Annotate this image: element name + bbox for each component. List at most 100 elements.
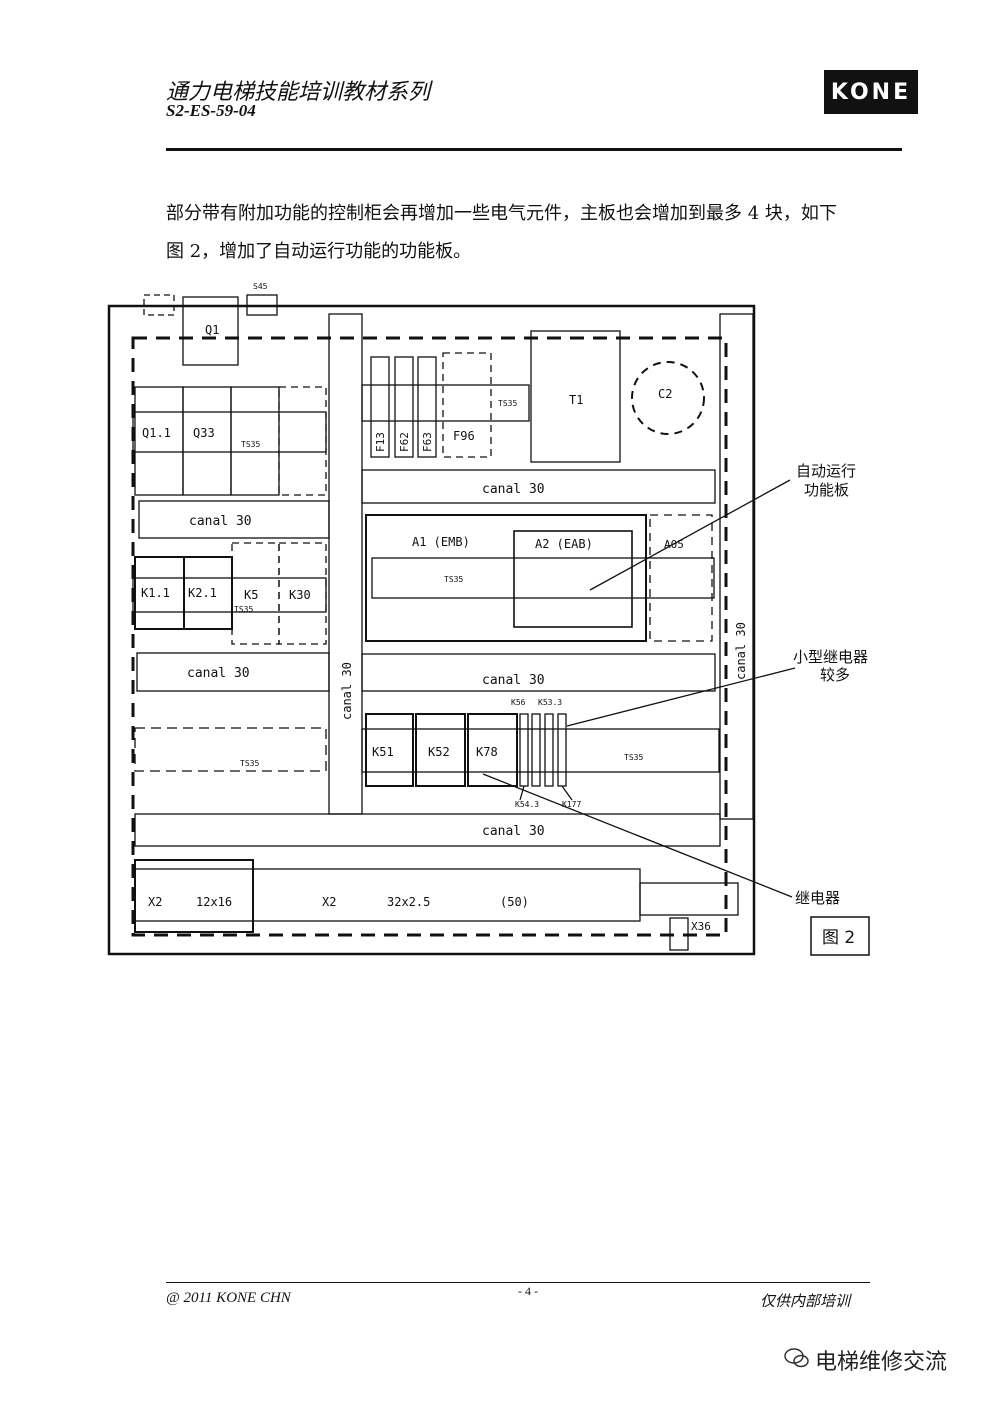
k21-label: K2.1 bbox=[188, 586, 217, 600]
intro-paragraph: 部分带有附加功能的控制柜会再增加一些电气元件，主板也会增加到最多 4 块，如下 … bbox=[166, 195, 906, 271]
k30-label: K30 bbox=[289, 588, 311, 602]
q-dashed-box bbox=[278, 386, 327, 496]
kone-logo: KONE bbox=[824, 70, 918, 114]
small-relay-4 bbox=[557, 713, 567, 787]
small-relay-1 bbox=[519, 713, 529, 787]
canal-left-1-label: canal 30 bbox=[189, 514, 252, 529]
a1-board bbox=[365, 514, 647, 642]
x36-label: X36 bbox=[691, 920, 711, 933]
x2b-label: X2 bbox=[322, 895, 336, 909]
mounting-plate-outline bbox=[131, 336, 728, 937]
c2-label: C2 bbox=[658, 387, 672, 401]
header-divider bbox=[166, 148, 902, 151]
top-dashed-component bbox=[143, 294, 175, 316]
small-relay-3 bbox=[544, 713, 554, 787]
t1-label: T1 bbox=[569, 393, 583, 407]
ts35-label-e: TS35 bbox=[240, 759, 259, 768]
s45-box bbox=[246, 294, 278, 316]
k52-label: K52 bbox=[428, 745, 450, 759]
document-series-title: 通力电梯技能培训教材系列 bbox=[166, 80, 431, 105]
a2-board bbox=[513, 530, 633, 628]
q11-box bbox=[134, 386, 184, 496]
paragraph-line-1: 部分带有附加功能的控制柜会再增加一些电气元件，主板也会增加到最多 4 块，如下 bbox=[166, 203, 837, 224]
x2b-spec-label: 32x2.5 bbox=[387, 895, 430, 909]
callout-line-auto-board bbox=[589, 479, 791, 591]
x2a-label: X2 bbox=[148, 895, 162, 909]
leader-k177 bbox=[561, 785, 573, 801]
k56-label: K56 bbox=[511, 698, 526, 707]
document-code: S2-ES-59-04 bbox=[166, 101, 256, 120]
f13-box bbox=[370, 356, 390, 458]
k177-label: K177 bbox=[562, 800, 581, 809]
callout-small-relays-line2: 较多 bbox=[820, 666, 850, 684]
canal-bottom bbox=[134, 813, 721, 847]
leader-k543 bbox=[519, 785, 525, 801]
terminal-rail-extension bbox=[639, 882, 739, 916]
paragraph-line-2: 图 2，增加了自动运行功能的功能板。 bbox=[166, 241, 472, 262]
q33-label: Q33 bbox=[193, 426, 215, 440]
canal-vertical-label: canal 30 bbox=[340, 662, 354, 720]
footer-internal-note: 仅供内部培训 bbox=[760, 1292, 851, 1310]
k5-label: K5 bbox=[244, 588, 258, 602]
callout-auto-board-line1: 自动运行 bbox=[796, 462, 856, 480]
callout-relay: 继电器 bbox=[795, 889, 840, 907]
q1-box bbox=[182, 296, 239, 366]
ts35-label-f: TS35 bbox=[624, 753, 643, 762]
a05-box bbox=[649, 514, 713, 642]
k78-box bbox=[467, 713, 518, 787]
control-cabinet-diagram: S45 Q1 Q1.1 Q33 TS35 F13 F62 F63 F96 TS3… bbox=[107, 282, 870, 956]
page-number: - 4 - bbox=[518, 1284, 538, 1298]
k78-label: K78 bbox=[476, 745, 498, 759]
ts35-rail-e bbox=[134, 727, 327, 772]
f63-label: F63 bbox=[421, 432, 434, 452]
s45-label: S45 bbox=[253, 282, 268, 291]
ts35-rail-b bbox=[361, 384, 530, 422]
k11-label: K1.1 bbox=[141, 586, 170, 600]
wechat-icon bbox=[784, 1348, 809, 1368]
f63-box bbox=[417, 356, 437, 458]
k52-box bbox=[415, 713, 466, 787]
figure-label: 图 2 bbox=[822, 928, 855, 948]
figure-label-box bbox=[810, 916, 870, 956]
canal-bottom-label: canal 30 bbox=[482, 824, 545, 839]
f62-box bbox=[394, 356, 414, 458]
footer-copyright: @ 2011 KONE CHN bbox=[166, 1290, 291, 1306]
q11-label: Q1.1 bbox=[142, 426, 171, 440]
k51-box bbox=[365, 713, 414, 787]
callout-line-relay bbox=[482, 773, 793, 898]
ts35-rail-c bbox=[371, 557, 715, 599]
canal-right-vertical-label: canal 30 bbox=[734, 622, 748, 680]
a2-label: A2 (EAB) bbox=[535, 537, 593, 551]
f96-label: F96 bbox=[453, 429, 475, 443]
a1-label: A1 (EMB) bbox=[412, 535, 470, 549]
canal-vertical-left bbox=[328, 313, 363, 815]
canal-left-2-label: canal 30 bbox=[187, 666, 250, 681]
ts35-label-d: TS35 bbox=[234, 605, 253, 614]
f96-box bbox=[442, 352, 492, 458]
small-relay-2 bbox=[531, 713, 541, 787]
canal-left-2 bbox=[136, 652, 330, 692]
q33-box bbox=[182, 386, 232, 496]
ts35-rail-f bbox=[361, 728, 720, 773]
f62-label: F62 bbox=[398, 432, 411, 452]
ts35-label-a: TS35 bbox=[241, 440, 260, 449]
c2-circle bbox=[631, 361, 705, 435]
x2a-spec-label: 12x16 bbox=[196, 895, 232, 909]
ts35-rail-d bbox=[132, 577, 327, 613]
cabinet-outline bbox=[107, 304, 756, 956]
footer-divider bbox=[166, 1282, 870, 1283]
x36-box bbox=[669, 917, 689, 951]
watermark-text: 电梯维修交流 bbox=[815, 1350, 948, 1375]
t1-box bbox=[530, 330, 621, 463]
x2b-count-label: (50) bbox=[500, 895, 529, 909]
ts35-label-c: TS35 bbox=[444, 575, 463, 584]
canal-left-1 bbox=[138, 500, 330, 539]
a05-label: A05 bbox=[664, 538, 684, 551]
canal-mid-right-label: canal 30 bbox=[482, 673, 545, 688]
f13-label: F13 bbox=[374, 432, 387, 452]
k51-label: K51 bbox=[372, 745, 394, 759]
callout-small-relays-line1: 小型继电器 bbox=[793, 648, 868, 666]
canal-vertical-right bbox=[719, 313, 754, 820]
k543-label: K54.3 bbox=[515, 800, 539, 809]
canal-top-right-label: canal 30 bbox=[482, 482, 545, 497]
